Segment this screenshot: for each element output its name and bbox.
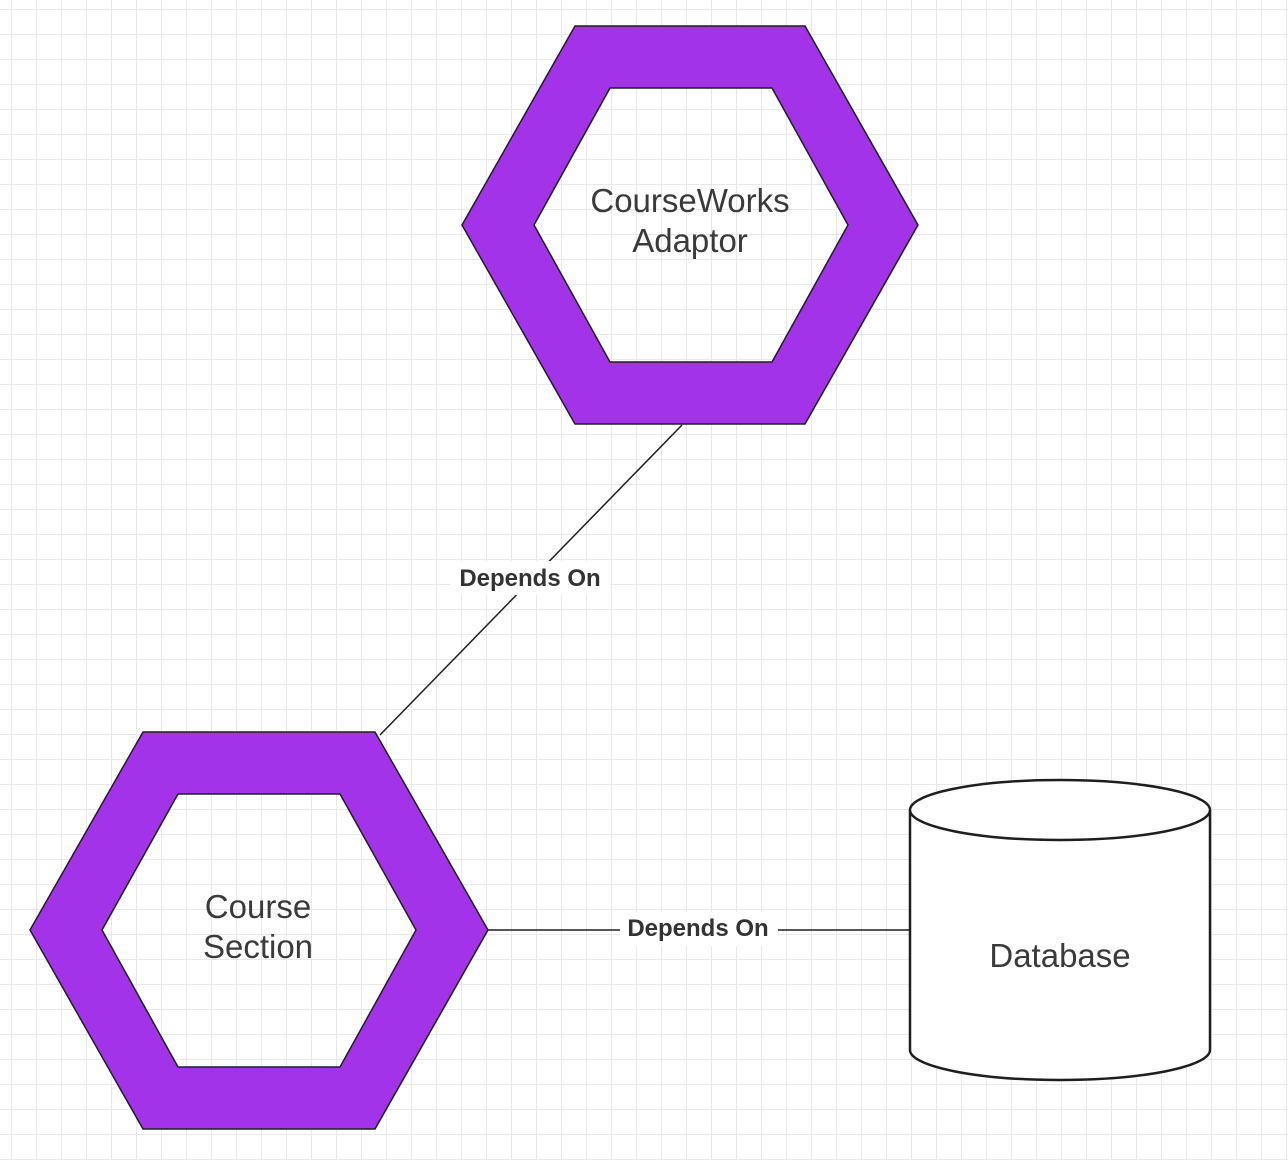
edge-course-section-to-database[interactable]: Depends On bbox=[488, 912, 910, 946]
node-database[interactable]: Database bbox=[908, 778, 1212, 1082]
edge-course-section-to-courseworks-adaptor[interactable]: Depends On bbox=[379, 424, 683, 736]
node-course-section[interactable]: Course Section bbox=[29, 731, 489, 1130]
node-label-line2: Section bbox=[203, 928, 313, 965]
cylinder-top[interactable] bbox=[908, 778, 1212, 842]
edge-label-background bbox=[450, 561, 610, 595]
node-courseworks-adaptor[interactable]: CourseWorks Adaptor bbox=[461, 25, 919, 425]
hexagon-shape[interactable] bbox=[461, 25, 919, 425]
edge-label-depends-on-1: Depends On bbox=[459, 565, 600, 592]
edge-label-background bbox=[620, 912, 778, 946]
node-label-line1: Course bbox=[205, 888, 311, 925]
node-label: Database bbox=[989, 937, 1130, 974]
node-label-line1: CourseWorks bbox=[590, 182, 789, 219]
cylinder-body[interactable] bbox=[908, 810, 1212, 1082]
hexagon-shape[interactable] bbox=[29, 731, 489, 1130]
node-label-line2: Adaptor bbox=[632, 222, 748, 259]
edge-label-depends-on-2: Depends On bbox=[627, 915, 768, 942]
